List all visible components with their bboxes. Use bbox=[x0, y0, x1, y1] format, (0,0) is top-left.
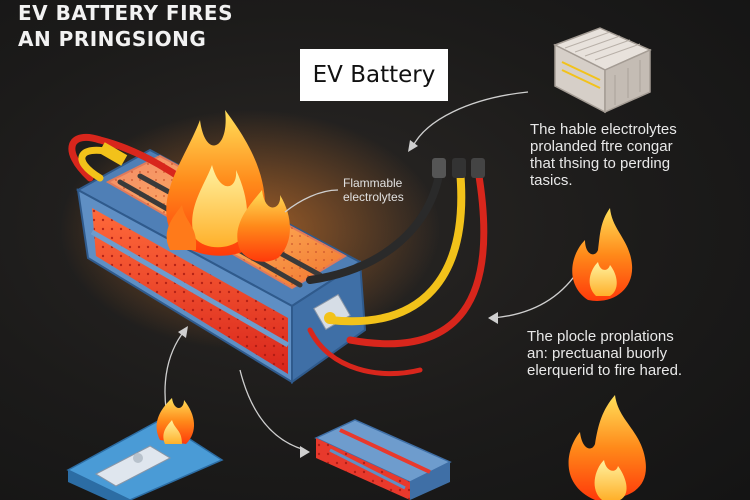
note-bottom-line-3: elerquerid to fire hared. bbox=[527, 362, 683, 379]
note-bottom-line-1: The plocle proplations bbox=[527, 328, 674, 345]
note-bottom: The plocle proplations an: prectuanal bu… bbox=[527, 328, 682, 379]
ev-battery-label: EV Battery bbox=[300, 49, 448, 101]
note-top: The hable electrolytes prolanded ftre co… bbox=[530, 121, 677, 189]
note-top-line-3: that thsing to perding bbox=[530, 155, 671, 172]
page-title-line-2: AN PRINGSIONG bbox=[18, 27, 207, 51]
page-title-line-1: EV BATTERY FIRES bbox=[18, 1, 234, 25]
note-top-line-2: prolanded ftre congar bbox=[530, 138, 673, 155]
note-bottom-line-2: an: prectuanal buorly bbox=[527, 345, 668, 362]
callout-line-1: Flammable bbox=[343, 176, 403, 190]
flame-icon bbox=[572, 208, 633, 301]
callout-line-2: electrolytes bbox=[343, 190, 404, 204]
note-top-line-1: The hable electrolytes bbox=[530, 121, 677, 138]
fire-icon bbox=[166, 110, 290, 262]
flammable-electrolytes-callout: Flammable electrolytes bbox=[343, 176, 404, 204]
battery-cell-icon bbox=[553, 27, 652, 114]
note-top-line-4: tasics. bbox=[530, 172, 573, 189]
terminal-plate-icon bbox=[66, 398, 224, 500]
large-flame-icon bbox=[568, 395, 646, 500]
battery-block-icon bbox=[314, 419, 452, 500]
page-title: EV BATTERY FIRES AN PRINGSIONG bbox=[18, 0, 233, 52]
